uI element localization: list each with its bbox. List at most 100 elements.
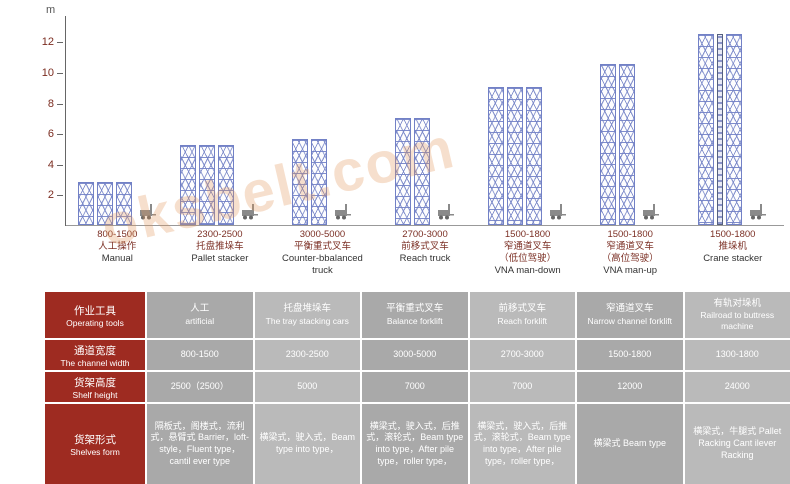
form-cell-6: 横梁式，牛腿式 Pallet Racking Cant ilever Racki… [684, 404, 790, 484]
channel-cell-1: 800-1500 [147, 340, 253, 370]
shelf-cell-6: 24000 [684, 372, 790, 402]
rack-tower [311, 139, 328, 225]
channel-range-label: 2700-3000 [402, 229, 448, 240]
equipment-name-en: Pallet stacker [191, 252, 249, 264]
equipment-name-cn: 平衡重式叉车 [293, 240, 351, 252]
form-cell-2: 横梁式，驶入式，Beam type into type， [254, 404, 360, 484]
tool-cn: 人工 [190, 303, 210, 315]
row-header-shelves-form: 货架形式 Shelves form [45, 404, 145, 484]
shelf-cell-1: 2500（2500） [147, 372, 253, 402]
form-cell-3: 横梁式，驶入式，后推式，滚轮式，Beam type into type，Afte… [362, 404, 468, 484]
equipment-name-cn: 推垛机 [718, 240, 748, 252]
rack-height-chart: m 2 4 6 8 10 12 800-1500 人工操作 Manual 2300-250… [0, 0, 785, 292]
forklift-icon [435, 202, 455, 225]
tool-en: Railroad to buttress machine [700, 310, 775, 332]
axis-tick: 12 [41, 36, 64, 48]
form-cell-1: 隔板式，阁楼式，流利式，悬臂式 Barrier，loft-style，Fluen… [147, 404, 253, 484]
rack-tower [77, 182, 94, 225]
shelf-cell-2: 5000 [254, 372, 360, 402]
channel-cell-2: 2300-2500 [254, 340, 360, 370]
channel-cell-4: 2700-3000 [469, 340, 575, 370]
axis-tick: 6 [47, 128, 64, 140]
row-header-en: Shelves form [70, 446, 120, 457]
channel-range-label: 1500-1800 [504, 229, 551, 240]
row-header-channel-width: 通道宽度 The channel width [45, 340, 145, 370]
channel-range-label: 800-1500 [97, 229, 138, 240]
channel-range-label: 1500-1800 [710, 229, 756, 240]
row-header-en: The channel width [60, 357, 130, 368]
rack-tower [600, 64, 617, 225]
row-header-en: Operating tools [66, 317, 124, 328]
group-labels: 3000-5000 平衡重式叉车 Counter-bbalanced truck [271, 226, 374, 284]
group-labels: 1500-1800 推垛机 Crane stacker [681, 226, 784, 284]
rack-illustration [271, 139, 374, 226]
rack-tower [180, 145, 197, 225]
tool-cn: 平衡重式叉车 [386, 303, 444, 315]
row-header-cn: 作业工具 [74, 304, 116, 317]
rack-tower [726, 34, 743, 225]
shelf-cell-5: 12000 [577, 372, 683, 402]
row-header-cn: 货架形式 [74, 433, 116, 446]
equipment-name-cn: 前移式叉车 [401, 240, 449, 252]
chart-group-vna-man-down: 1500-1800 窄通道叉车 （低位驾驶） VNA man-down [476, 12, 579, 284]
group-labels: 1500-1800 窄通道叉车 （低位驾驶） VNA man-down [476, 226, 579, 284]
group-labels: 2300-2500 托盘推垛车 Pallet stacker [169, 226, 272, 284]
group-labels: 2700-3000 前移式叉车 Reach truck [374, 226, 477, 284]
chart-group-crane-stacker: 1500-1800 推垛机 Crane stacker [681, 12, 785, 284]
axis-line [65, 16, 66, 226]
channel-cell-5: 1500-1800 [577, 340, 683, 370]
tool-en: Balance forklift [386, 315, 443, 326]
tool-en: Reach forklift [497, 315, 548, 326]
tool-en: artificial [185, 315, 215, 326]
form-cell-5: 横梁式 Beam type [577, 404, 683, 484]
axis-tick: 4 [47, 159, 64, 171]
form-cell-4: 横梁式，驶入式，后推式，滚轮式，Beam type into type，Afte… [469, 404, 575, 484]
tool-cn: 托盘堆垛车 [283, 303, 331, 315]
rack-illustration [578, 64, 682, 226]
tool-cn: 有轨对垛机 [713, 297, 761, 309]
axis-tick: 2 [47, 189, 64, 201]
equipment-name-en: Reach truck [399, 252, 451, 264]
tool-cell-2: 托盘堆垛车 The tray stacking cars [254, 292, 360, 338]
rack-illustration [681, 34, 785, 226]
rack-tower [619, 64, 636, 225]
group-labels: 1500-1800 窄通道叉车 （高位驾驶） VNA man-up [579, 226, 682, 284]
rack-tower [488, 87, 505, 225]
chart-group-pallet-stacker: 2300-2500 托盘推垛车 Pallet stacker [168, 12, 272, 284]
rack-tower [414, 118, 431, 225]
rack-illustration [168, 145, 272, 226]
equipment-name-en: Counter-bbalanced truck [282, 252, 363, 276]
axis-tick: 10 [41, 67, 64, 79]
tool-cell-6: 有轨对垛机 Railroad to buttress machine [684, 292, 790, 338]
forklift-icon [547, 202, 567, 225]
equipment-name-en: Manual [101, 252, 133, 264]
rack-illustration [476, 87, 579, 226]
axis-tick: 8 [47, 98, 64, 110]
tool-cell-4: 前移式叉车 Reach forklift [469, 292, 575, 338]
shelf-cell-3: 7000 [362, 372, 468, 402]
row-header-operating-tools: 作业工具 Operating tools [45, 292, 145, 338]
rack-tower [395, 118, 412, 225]
equipment-name-cn: 人工操作 [98, 240, 137, 252]
rack-tower [96, 182, 113, 225]
row-header-cn: 通道宽度 [74, 344, 116, 357]
y-axis: m 2 4 6 8 10 12 [0, 0, 66, 292]
equipment-name-en: Crane stacker [703, 252, 763, 264]
axis-unit-label: m [46, 4, 56, 16]
equipment-name-cn: 窄通道叉车 [606, 240, 654, 252]
chart-body: 800-1500 人工操作 Manual 2300-2500 托盘推垛车 Pal… [66, 12, 785, 284]
equipment-name-en: VNA man-up [603, 264, 658, 276]
chart-group-vna-man-up: 1500-1800 窄通道叉车 （高位驾驶） VNA man-up [578, 12, 682, 284]
rack-tower [292, 139, 309, 225]
forklift-icon [640, 202, 660, 225]
tool-cell-3: 平衡重式叉车 Balance forklift [362, 292, 468, 338]
rack-illustration [373, 118, 477, 226]
chart-group-reach-truck: 2700-3000 前移式叉车 Reach truck [373, 12, 477, 284]
channel-range-label: 3000-5000 [299, 229, 346, 240]
row-header-cn: 货架高度 [74, 376, 116, 389]
shelf-cell-4: 7000 [469, 372, 575, 402]
comparison-table: 作业工具 Operating tools 人工 artificial 托盘堆垛车… [45, 292, 790, 484]
equipment-name-cn: 窄通道叉车 [503, 240, 552, 252]
group-labels: 800-1500 人工操作 Manual [66, 226, 169, 284]
